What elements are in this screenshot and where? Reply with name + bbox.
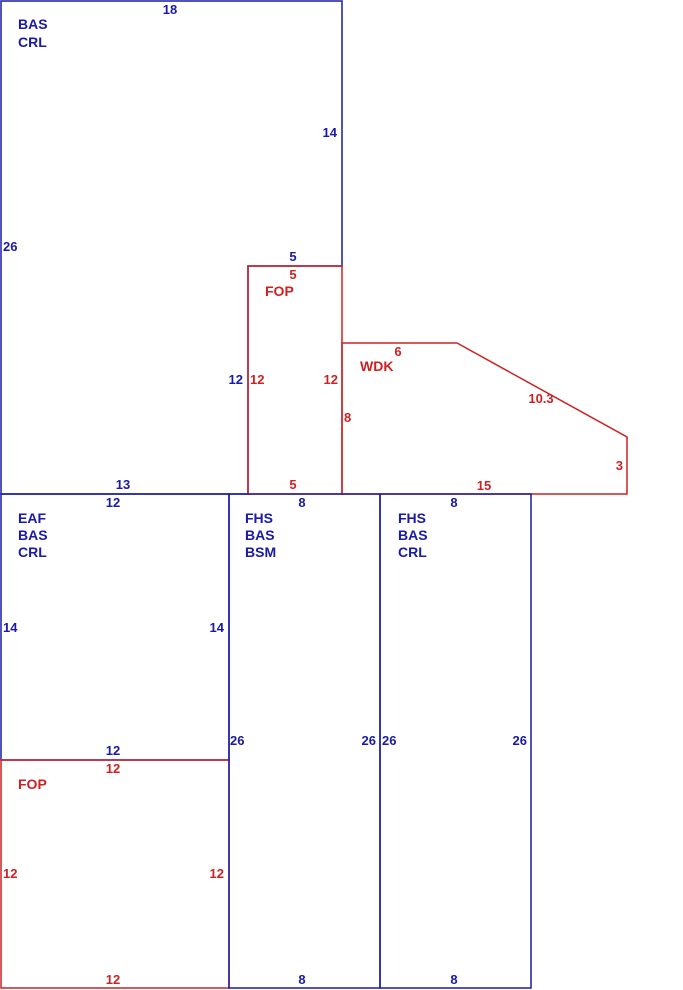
wdk-dim-top: 6 [394,344,401,359]
fop-porch-dim-bottom: 5 [289,477,296,492]
fhs-crl-code-3: CRL [398,544,427,560]
fhs-bsm-dim-right: 26 [362,733,376,748]
fop-lower-dim-bottom: 12 [106,972,120,987]
fop-lower-outline [0,759,230,989]
fhs-crl-code-1: FHS [398,510,426,526]
fhs-crl-code-2: BAS [398,527,428,543]
fop-porch-dim-top: 5 [289,267,296,282]
wdk-dim-right: 3 [616,458,623,473]
fop-lower-dim-right: 12 [210,866,224,881]
main-area-code-2: CRL [18,34,47,50]
fop-porch-dim-left: 12 [250,372,264,387]
fop-porch-dim-right: 12 [324,372,338,387]
fop-lower-code: FOP [18,776,47,792]
fop-lower-dim-top: 12 [106,761,120,776]
main-dim-right-upper: 14 [323,125,338,140]
main-dim-left: 26 [3,239,17,254]
main-dim-inner-top: 5 [289,249,296,264]
main-area-outline [0,0,343,495]
fhs-bsm-code-1: FHS [245,510,273,526]
main-area-code-1: BAS [18,16,48,32]
eaf-dim-left: 14 [3,620,18,635]
wdk-dim-bottom: 15 [477,478,491,493]
eaf-code-3: CRL [18,544,47,560]
main-dim-inner-right: 12 [229,372,243,387]
wdk-deck-outline [341,342,628,495]
fop-lower-dim-left: 12 [3,866,17,881]
eaf-dim-right: 14 [210,620,225,635]
fhs-crl-dim-top: 8 [450,495,457,510]
eaf-dim-top: 12 [106,495,120,510]
fhs-bsm-code-2: BAS [245,527,275,543]
fhs-crl-dim-left: 26 [382,733,396,748]
fhs-crl-dim-bottom: 8 [450,972,457,987]
fhs-bsm-code-3: BSM [245,544,276,560]
fhs-bsm-dim-left: 26 [230,733,244,748]
eaf-code-2: BAS [18,527,48,543]
wdk-dim-diagonal: 10.3 [528,391,553,406]
fop-porch-code: FOP [265,283,294,299]
main-dim-bottom: 13 [116,477,130,492]
eaf-dim-bottom: 12 [106,743,120,758]
wdk-dim-left: 8 [344,410,351,425]
wdk-deck-code: WDK [360,358,393,374]
fhs-bsm-outline [228,493,381,989]
main-dim-top: 18 [163,2,177,17]
fhs-crl-dim-right: 26 [513,733,527,748]
fhs-crl-outline [379,493,532,989]
fhs-bsm-dim-top: 8 [298,495,305,510]
fhs-bsm-dim-bottom: 8 [298,972,305,987]
eaf-code-1: EAF [18,510,46,526]
